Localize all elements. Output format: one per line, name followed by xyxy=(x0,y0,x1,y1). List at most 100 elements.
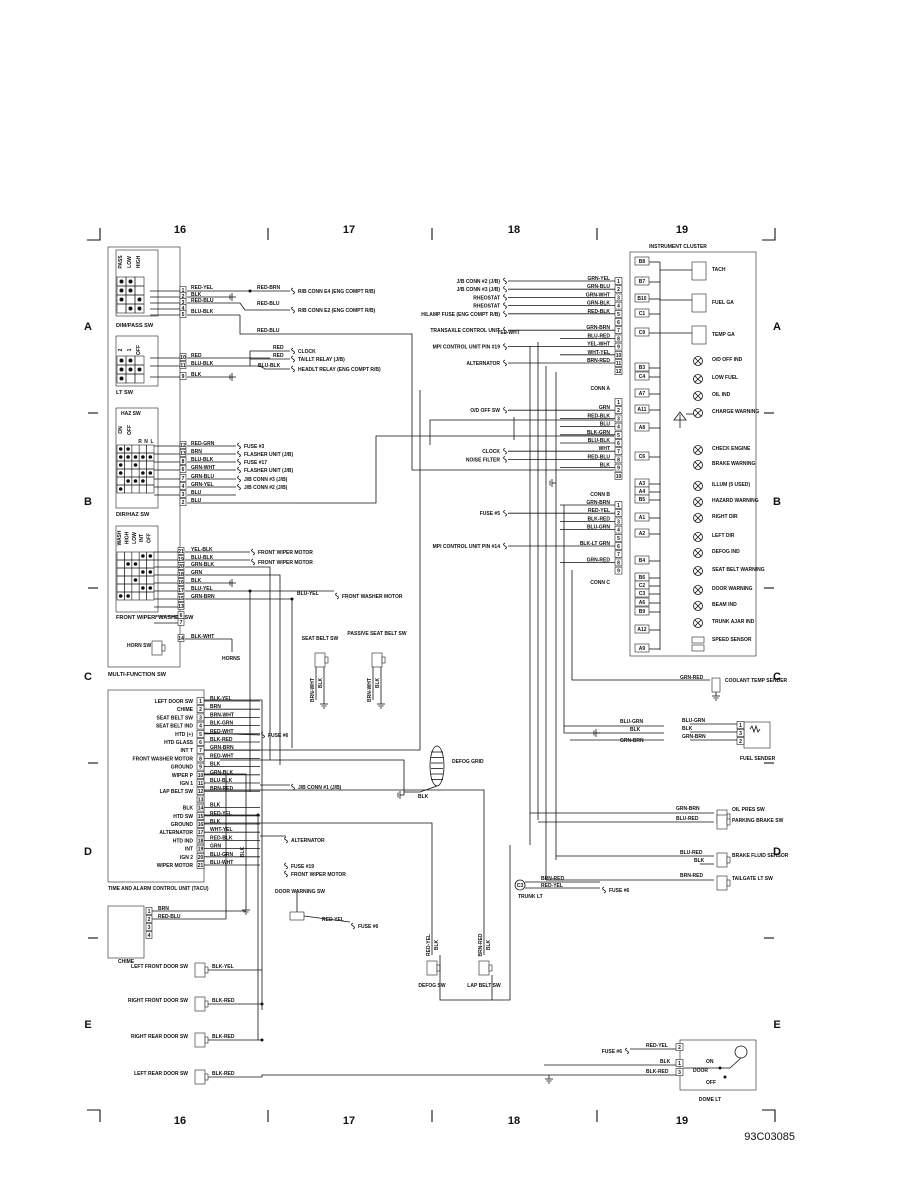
lamp-filament xyxy=(694,514,702,522)
switch-contact-dot xyxy=(148,554,153,558)
pin-box xyxy=(179,482,187,490)
wire-color-label: GRN-WHT xyxy=(191,465,215,471)
indicator-lamp-icon xyxy=(693,408,703,418)
wire-color-label: BLK xyxy=(191,292,202,298)
cluster-terminal-box xyxy=(634,422,650,432)
wire-color-label: RED-WHT xyxy=(210,753,234,759)
pin-box xyxy=(145,931,153,939)
fuel-gauge-icon xyxy=(691,293,707,313)
pin-number: 7 xyxy=(199,748,202,754)
tacu-pin-name: CHIME xyxy=(177,707,194,713)
wire-color-label: BLK xyxy=(375,677,381,688)
pin-number: 7 xyxy=(180,620,183,626)
switch-cell xyxy=(116,551,125,561)
wire-color-label: RED-YEL xyxy=(588,508,610,514)
wire-color-label: YEL-WHT xyxy=(497,330,520,336)
connector-arrow-icon xyxy=(503,447,507,455)
wiper-switch-label: FRONT WIPER/ WASHER SW xyxy=(116,615,194,621)
switch-heading: OFF xyxy=(147,533,153,543)
connector-dest-label: FUSE #6 xyxy=(358,924,379,930)
wire-color-label: WHT xyxy=(599,446,610,452)
grid-row-label-left: D xyxy=(84,846,92,858)
pin-box xyxy=(179,372,187,380)
pin-number: 12 xyxy=(198,789,204,795)
trunk-light-label: TRUNK LT xyxy=(518,894,543,900)
connector-dest-label: FRONT WIPER MOTOR xyxy=(258,560,313,566)
wire-color-label: RED-YEL xyxy=(210,811,232,817)
wire-color-label: RED-YEL xyxy=(541,883,563,889)
wire-color-label: GRN-BLK xyxy=(210,770,233,776)
switch-cell xyxy=(116,559,125,569)
wire xyxy=(220,759,405,795)
cluster-terminal-label: C9 xyxy=(639,330,646,336)
brake-fluid-sensor-label: BRAKE FLUID SENSOR xyxy=(732,853,789,859)
ground-icon xyxy=(320,700,328,709)
horn-switch-label: HORN SW xyxy=(127,643,151,649)
dir-haz-switch-label: DIR/HAZ SW xyxy=(116,512,150,518)
wire-color-label: BLK xyxy=(418,794,429,800)
wire-color-label: GRN-BLK xyxy=(191,562,214,568)
pin-number: 2 xyxy=(617,511,620,517)
dome-switch-line xyxy=(683,1057,742,1069)
cluster-item-label: OIL IND xyxy=(712,392,731,398)
pin-box xyxy=(614,471,623,480)
pin-number: 9 xyxy=(182,374,185,380)
fuel-sender-resistor-icon xyxy=(749,724,761,734)
tacu-pin-name: WIPER MOTOR xyxy=(157,863,194,869)
cluster-item-label: TACH xyxy=(712,267,726,273)
wire xyxy=(429,419,614,445)
connector-c-label: CONN C xyxy=(590,580,610,586)
wire-color-label: GRN-BRN xyxy=(191,594,215,600)
switch-contact-dot xyxy=(137,297,142,302)
wire xyxy=(303,915,351,923)
splice-dot xyxy=(260,1002,264,1006)
dome-position-label: DOOR xyxy=(693,1068,708,1074)
pin-number: 1 xyxy=(739,723,742,729)
switch-cell xyxy=(131,444,140,454)
indicator-lamp-icon xyxy=(693,374,703,384)
wire-color-label: BRN-RED xyxy=(587,358,610,364)
switch-contact-dot xyxy=(126,594,130,598)
corner-mark xyxy=(87,1109,101,1122)
parking-brake-switch-icon xyxy=(716,814,731,830)
wire-color-label: GRN-RED xyxy=(680,675,704,681)
switch-body xyxy=(478,960,490,976)
lamp-filament xyxy=(694,375,702,383)
wire xyxy=(439,961,493,1001)
pin-box xyxy=(145,923,153,931)
wire-color-label: BLU-BLK xyxy=(191,555,214,561)
cluster-terminal-label: C3 xyxy=(639,591,646,597)
door-switch-label: RIGHT REAR DOOR SW xyxy=(131,1034,188,1040)
tacu-pin-name: HTD GLASS xyxy=(164,740,194,746)
pin-number: 4 xyxy=(182,484,185,490)
dim-pass-switch-box xyxy=(115,249,159,317)
wire-color-label: BLK-LT GRN xyxy=(580,541,611,547)
wire-color-label: RED-BLU xyxy=(158,914,181,920)
connector-arrow-icon xyxy=(503,509,507,517)
pin-box xyxy=(177,634,185,642)
cluster-item-label: O/D OFF IND xyxy=(712,357,743,363)
grid-row-label-right: B xyxy=(773,496,781,508)
passive-seat-belt-switch-label: PASSIVE SEAT BELT SW xyxy=(347,631,406,637)
switch-contact-dot xyxy=(126,562,130,566)
tailgate-switch-label: TAILGATE LT SW xyxy=(732,876,773,882)
switch-body xyxy=(194,996,206,1012)
ground-icon xyxy=(593,729,600,737)
switch-contact-dot xyxy=(128,279,133,284)
connector-dest-label: TAILLT RELAY (J/B) xyxy=(298,357,345,363)
connector-arrow-icon xyxy=(237,466,241,474)
pin-number: 8 xyxy=(617,336,620,342)
switch-body xyxy=(314,652,326,668)
lap-belt-switch-icon xyxy=(478,960,493,976)
switch-cell xyxy=(138,444,147,454)
wire-color-label: BLK xyxy=(694,858,705,864)
wire-color-label: BRN-RED xyxy=(478,933,484,956)
pin-box xyxy=(177,618,185,626)
cluster-item-label: FUEL GA xyxy=(712,300,734,306)
pin-number: 9 xyxy=(199,765,202,771)
switch-heading: L xyxy=(150,439,153,445)
wire-color-label: BLU-GRN xyxy=(587,525,610,531)
lamp-filament xyxy=(694,357,702,365)
lamp-filament xyxy=(694,482,702,490)
cluster-item-label: RIGHT DIR xyxy=(712,514,738,520)
